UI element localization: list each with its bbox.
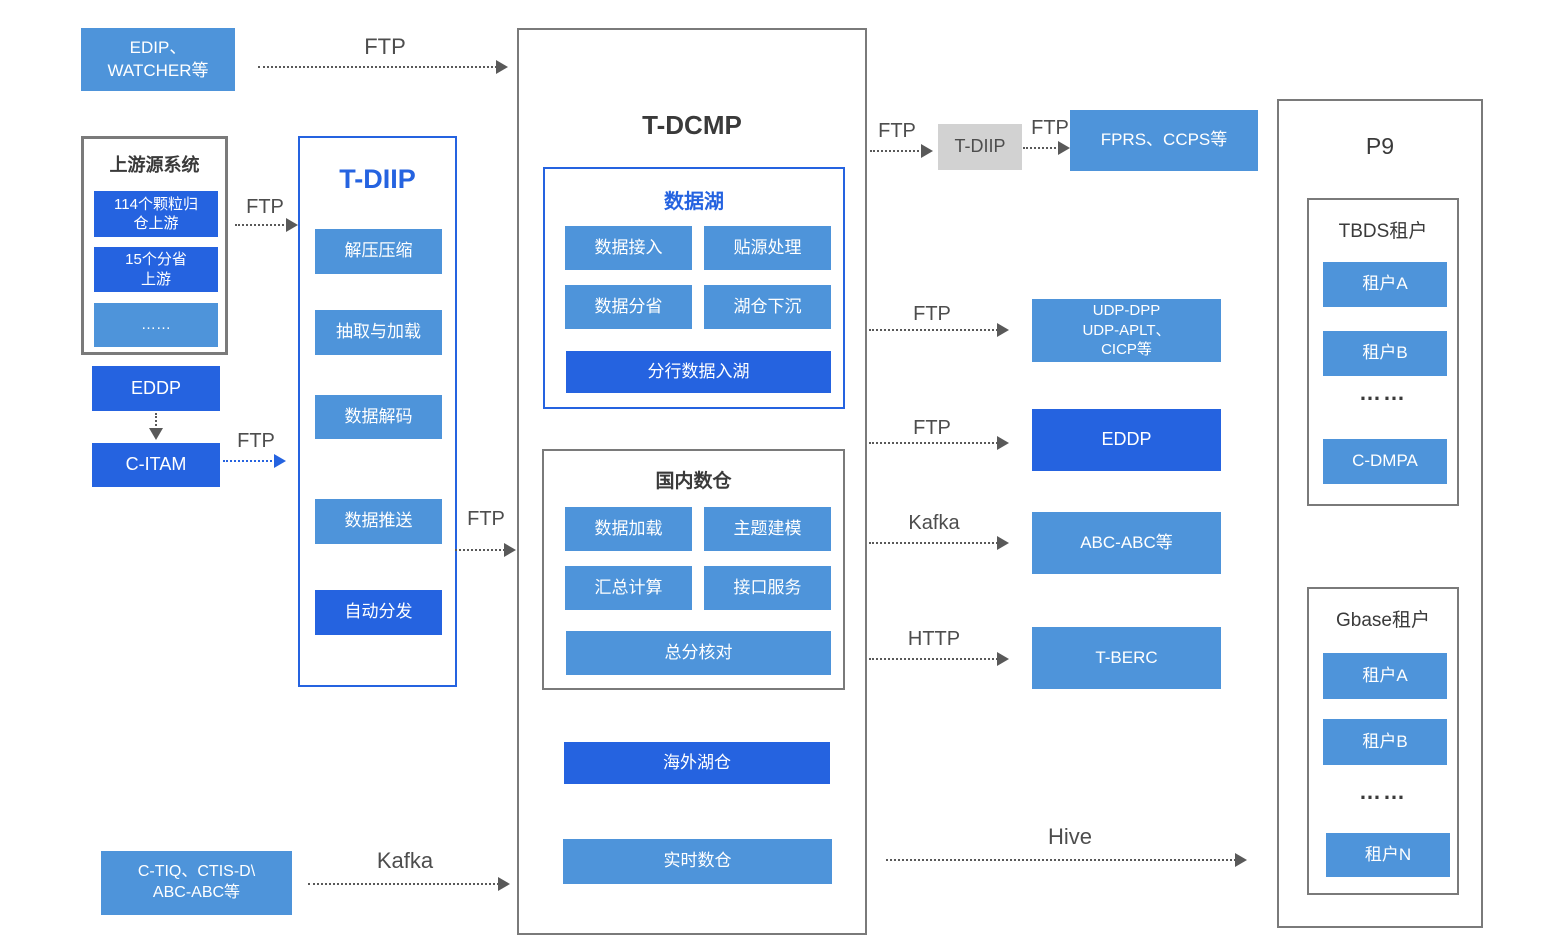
panel-tdcmp-title: T-DCMP	[642, 110, 742, 140]
panel-tdcmp: T-DCMP 数据湖 数据接入 贴源处理 数据分省 湖仓下沉 分行数据入湖 国内…	[517, 28, 867, 935]
tbds-tenants-ellipsis: ……	[1359, 380, 1407, 405]
arrow-citam-to-tdiip	[223, 454, 286, 468]
node-udp-dpp-aplt-cicp: UDP-DPP UDP-APLT、 CICP等	[1032, 299, 1221, 362]
node-domestic-api-service: 接口服务	[704, 566, 831, 610]
arrow-ctiq-to-tdcmp	[308, 877, 510, 891]
node-tdiip-extract-load: 抽取与加载	[315, 310, 442, 355]
node-tdiip-relay: T-DIIP	[938, 124, 1022, 170]
arrow-tdcmp-to-tberc	[869, 652, 1009, 666]
arrow-label-ftp-relay-in: FTP	[878, 120, 916, 142]
arrow-label-kafka-right: Kafka	[908, 512, 960, 534]
node-domestic-modeling: 主题建模	[704, 507, 831, 551]
node-domestic-reconciliation: 总分核对	[566, 631, 831, 675]
node-datalake-branch-entry: 分行数据入湖	[566, 351, 831, 393]
node-eddp-left: EDDP	[92, 366, 220, 411]
arrow-label-hive: Hive	[1047, 824, 1092, 849]
gbase-tenants-ellipsis: ……	[1359, 779, 1407, 804]
section-domestic-warehouse: 国内数仓 数据加载 主题建模 汇总计算 接口服务 总分核对	[542, 449, 845, 690]
arrow-tdcmp-to-udp	[869, 323, 1009, 337]
arrow-tdcmp-to-p9	[886, 853, 1247, 867]
node-fprs-ccps: FPRS、CCPS等	[1070, 110, 1258, 171]
arrow-label-ftp-tdiip-tdcmp: FTP	[467, 508, 505, 530]
node-citam: C-ITAM	[92, 443, 220, 487]
panel-p9-title: P9	[1365, 133, 1395, 159]
node-gbase-tenant-a: 租户A	[1323, 653, 1447, 699]
section-tbds-tenants: TBDS租户 租户A 租户B …… C-DMPA	[1307, 198, 1459, 506]
node-domestic-load: 数据加载	[565, 507, 692, 551]
node-upstream-granular: 114个颗粒归 仓上游	[94, 191, 218, 237]
arrow-label-ftp-relay-out: FTP	[1031, 117, 1069, 139]
node-ctiq-ctisd: C-TIQ、CTIS-D\ ABC-ABC等	[101, 851, 292, 915]
node-tdiip-decompress: 解压压缩	[315, 229, 442, 274]
arrow-label-ftp-top: FTP	[364, 34, 406, 59]
arrow-tdcmp-to-eddp	[869, 436, 1009, 450]
arrow-edip-to-tdcmp	[258, 60, 508, 74]
panel-tdiip-title: T-DIIP	[339, 164, 416, 194]
node-datalake-province-split: 数据分省	[565, 285, 692, 329]
section-gbase-tenants: Gbase租户 租户A 租户B …… 租户N	[1307, 587, 1459, 895]
node-tdiip-push: 数据推送	[315, 499, 442, 544]
panel-tdiip: T-DIIP 解压压缩 抽取与加载 数据解码 数据推送 自动分发	[298, 136, 457, 687]
arrow-tdcmp-to-relay	[870, 144, 933, 158]
arrow-label-ftp-citam: FTP	[237, 430, 275, 452]
arrow-eddp-to-citam	[149, 413, 163, 440]
node-tdiip-decode: 数据解码	[315, 395, 442, 439]
node-tdiip-auto-dispatch: 自动分发	[315, 590, 442, 635]
node-gbase-tenant-n: 租户N	[1326, 833, 1450, 877]
arrow-label-kafka-bottom: Kafka	[376, 848, 434, 873]
arrow-label-ftp-upstream: FTP	[246, 196, 284, 218]
node-tbds-tenant-b: 租户B	[1323, 331, 1447, 376]
node-tbds-tenant-a: 租户A	[1323, 262, 1447, 307]
arrow-tdiip-to-tdcmp	[455, 543, 516, 557]
arrow-relay-to-fprs	[1023, 141, 1070, 155]
section-gbase-title: Gbase租户	[1336, 610, 1430, 631]
panel-p9: P9 TBDS租户 租户A 租户B …… C-DMPA Gbase租户 租户A …	[1277, 99, 1483, 928]
panel-upstream-sources: 上游源系统 114个颗粒归 仓上游 15个分省 上游 ……	[81, 136, 228, 355]
node-datalake-ingest: 数据接入	[565, 226, 692, 270]
section-tbds-title: TBDS租户	[1338, 221, 1428, 242]
node-upstream-more: ……	[94, 303, 218, 347]
arrow-upstream-to-tdiip	[235, 218, 298, 232]
section-datalake: 数据湖 数据接入 贴源处理 数据分省 湖仓下沉 分行数据入湖	[543, 167, 845, 409]
node-overseas-lakehouse: 海外湖仓	[564, 742, 830, 784]
node-tberc: T-BERC	[1032, 627, 1221, 689]
node-domestic-aggregation: 汇总计算	[565, 566, 692, 610]
node-tbds-cdmpa: C-DMPA	[1323, 439, 1447, 484]
node-abc-abc: ABC-ABC等	[1032, 512, 1221, 574]
section-domestic-title: 国内数仓	[655, 471, 732, 492]
node-datalake-sink: 湖仓下沉	[704, 285, 831, 329]
node-gbase-tenant-b: 租户B	[1323, 719, 1447, 765]
arrow-label-ftp-udp: FTP	[913, 303, 951, 325]
node-realtime-warehouse: 实时数仓	[563, 839, 832, 884]
panel-upstream-title: 上游源系统	[109, 155, 200, 175]
arrow-tdcmp-to-abc	[869, 536, 1009, 550]
arrow-label-http: HTTP	[907, 628, 961, 650]
arrow-label-ftp-eddp: FTP	[913, 417, 951, 439]
node-edip-watcher: EDIP、 WATCHER等	[81, 28, 235, 91]
node-upstream-province: 15个分省 上游	[94, 247, 218, 292]
node-datalake-source-processing: 贴源处理	[704, 226, 831, 270]
node-eddp-right: EDDP	[1032, 409, 1221, 471]
section-datalake-title: 数据湖	[664, 191, 724, 213]
